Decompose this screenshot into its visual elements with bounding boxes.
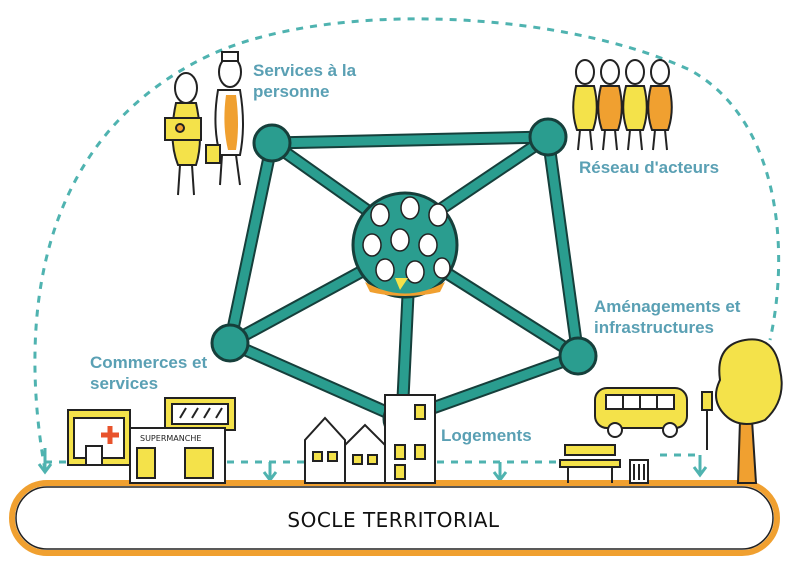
label-amenagements: Aménagements et infrastructures [594,297,741,337]
node-services [252,123,292,163]
label-commerces: Commerces et services [90,353,208,393]
bus-icon [594,387,713,450]
trash-bin-icon [629,459,649,484]
supermarket-sign: SUPERMANCHE [140,434,201,443]
tree-icon [715,338,783,484]
shop-icon [67,409,131,466]
care-people-icon [164,51,244,196]
label-logements: Logements [441,426,532,445]
label-services-personne: Services à la personne [253,61,357,101]
label-reseau-acteurs: Réseau d'acteurs [579,158,720,177]
people-icon [572,59,673,151]
node-reseau [528,117,568,157]
socle-territorial-label: SOCLE TERRITORIAL [287,508,500,532]
node-amenagements [558,336,598,376]
bench-icon [559,444,621,483]
houses-icon [304,394,436,484]
crowd-circle-icon [351,191,459,299]
supermarket-icon: SUPERMANCHE [129,397,236,484]
node-commerces [210,323,250,363]
dashed-loop [33,17,781,471]
